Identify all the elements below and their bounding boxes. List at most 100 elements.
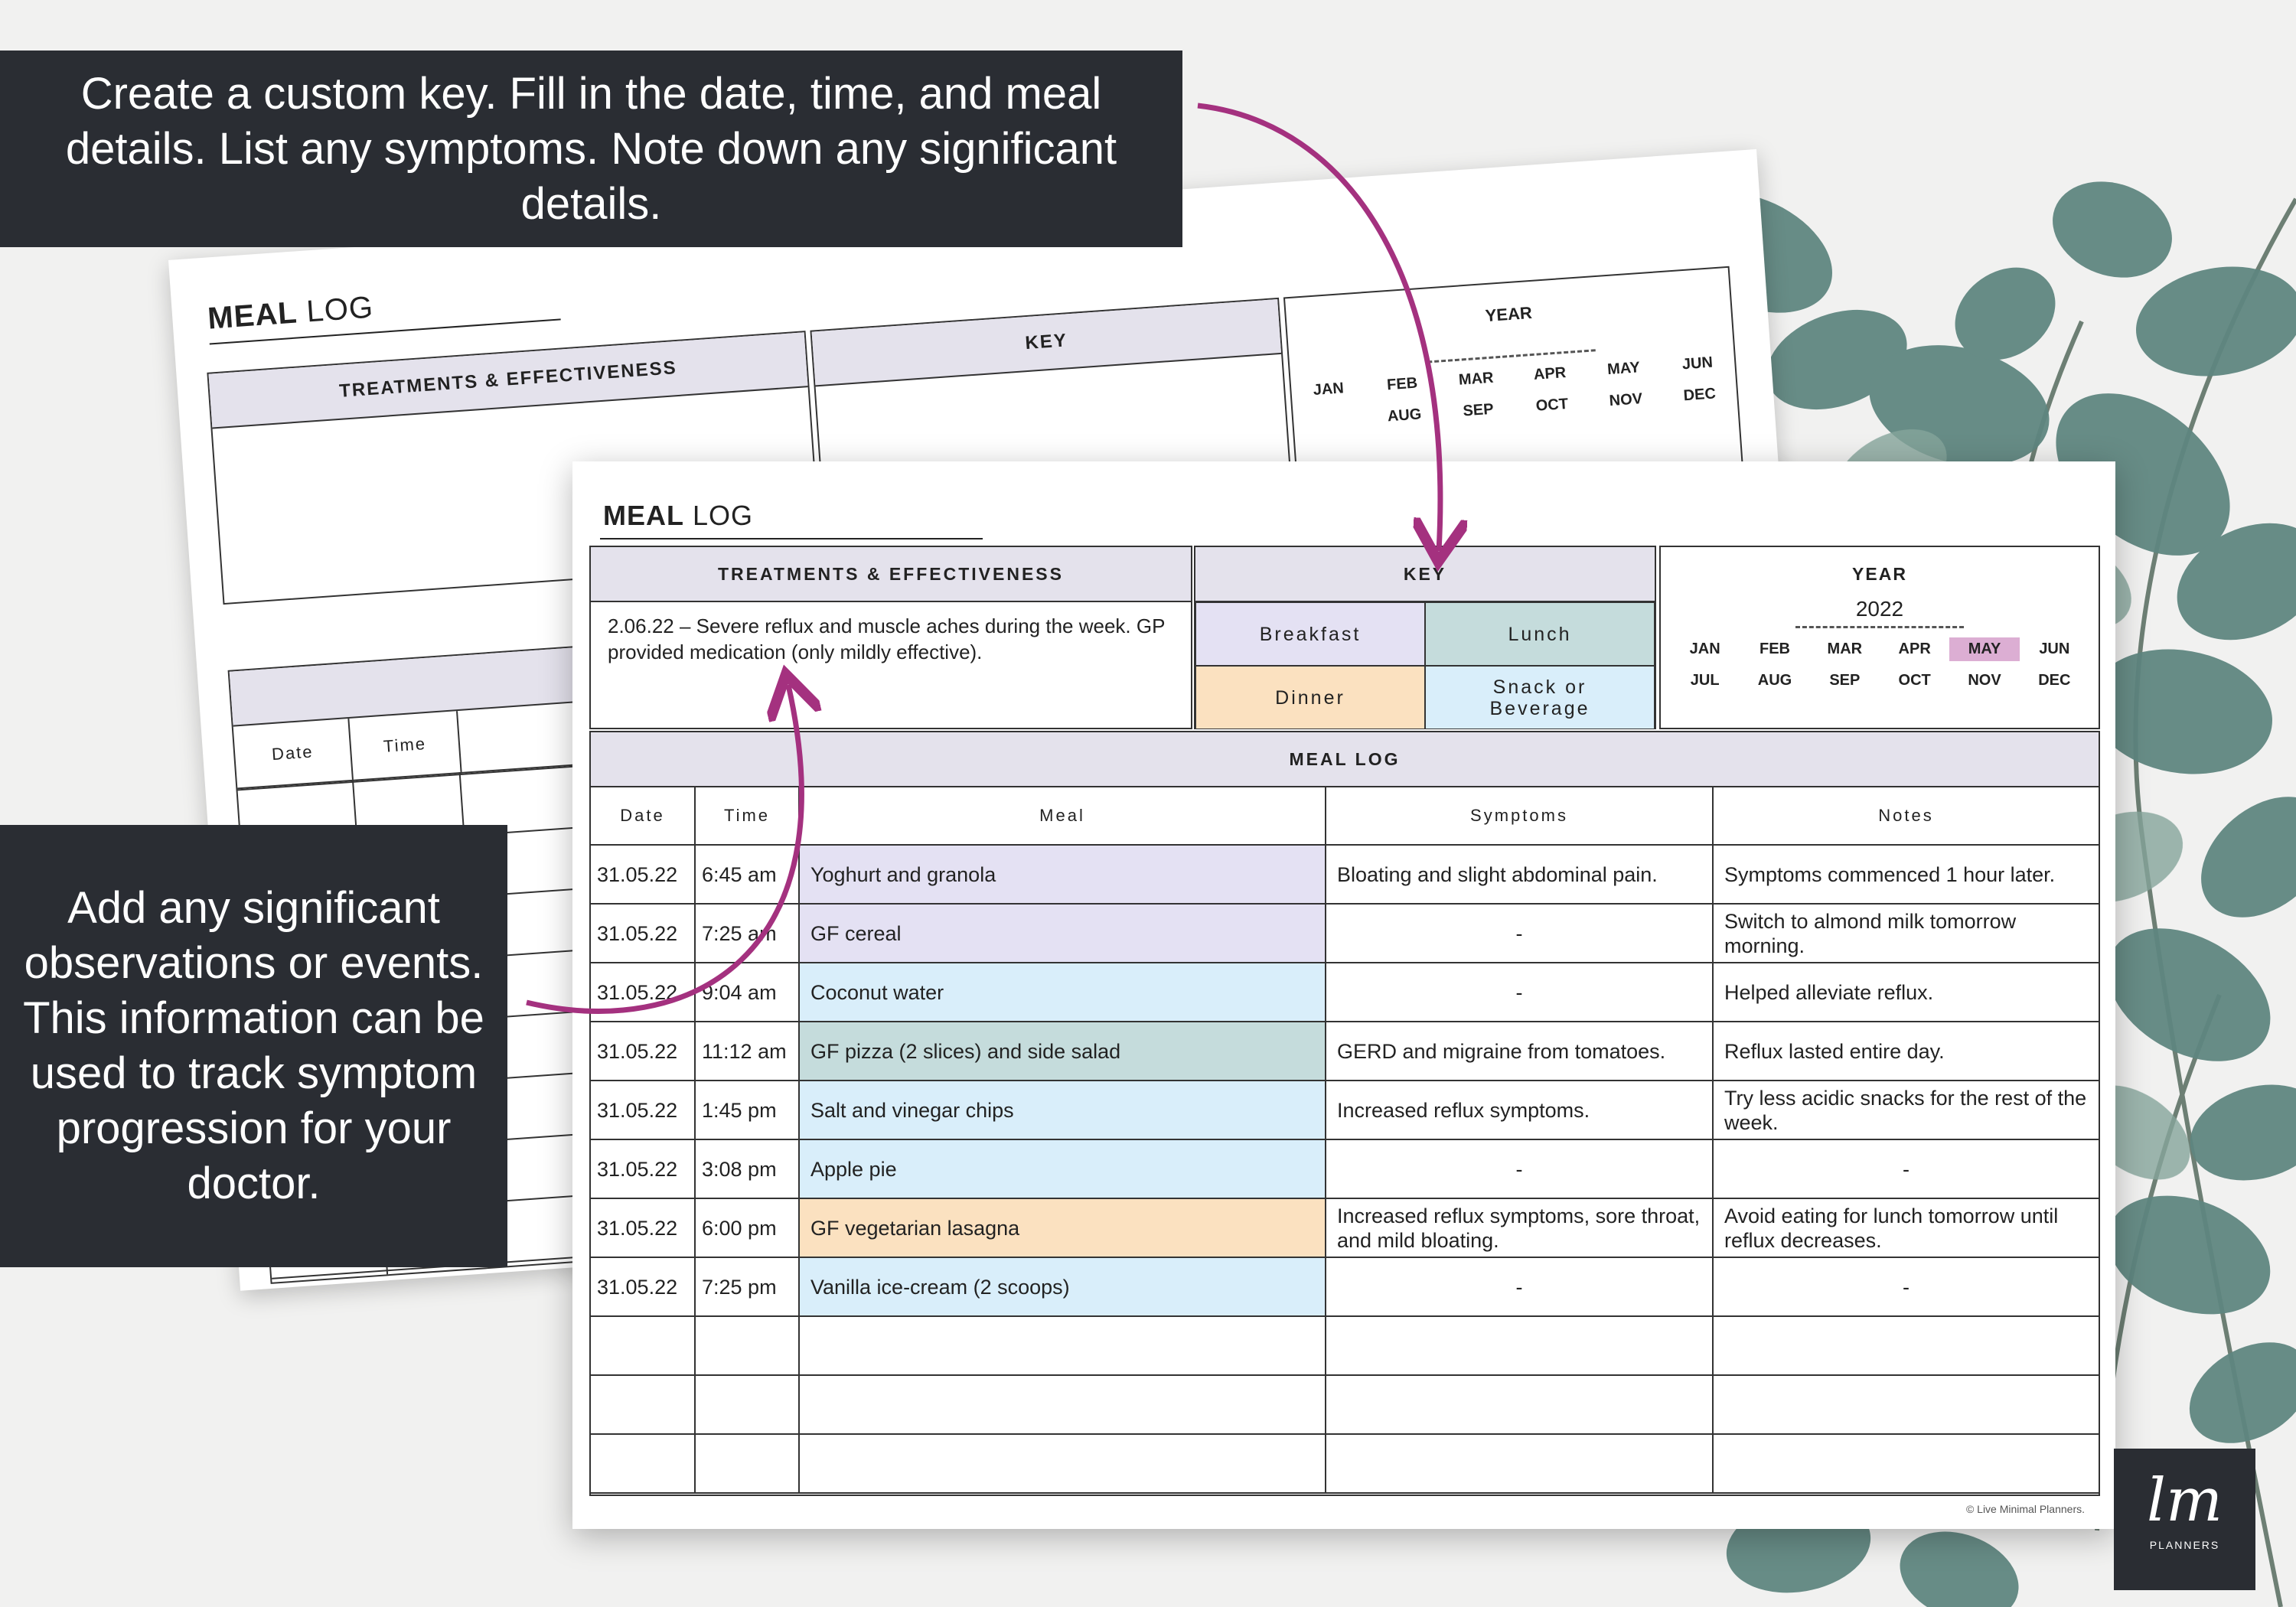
month-jan[interactable]: JAN (1689, 641, 1720, 657)
cell-notes-empty[interactable] (1712, 1374, 2099, 1435)
cell-meal-empty[interactable] (798, 1433, 1326, 1494)
cell-meal[interactable]: Salt and vinegar chips (798, 1080, 1326, 1140)
cell-date[interactable]: 31.05.22 (591, 1021, 696, 1081)
month-jun[interactable]: JUN (2039, 641, 2070, 657)
cell-symptoms[interactable]: Increased reflux symptoms, sore throat, … (1325, 1198, 1714, 1258)
cell-date[interactable]: 31.05.22 (591, 844, 696, 905)
cell-symptoms[interactable]: Bloating and slight abdominal pain. (1325, 844, 1714, 905)
month-nov[interactable]: NOV (1968, 672, 2001, 689)
meal-log-header: MEAL LOG (591, 732, 2099, 787)
month-mar[interactable]: MAR (1827, 641, 1863, 657)
cell-date[interactable]: 31.05.22 (591, 962, 696, 1022)
col-symptoms: Symptoms (1325, 787, 1714, 846)
cell-date[interactable]: 31.05.22 (591, 903, 696, 963)
cell-notes[interactable]: - (1712, 1139, 2099, 1199)
back-month: FEB (1386, 374, 1418, 394)
cell-meal[interactable]: GF vegetarian lasagna (798, 1198, 1326, 1258)
cell-meal[interactable]: Coconut water (798, 962, 1326, 1022)
cell-time[interactable]: 6:00 pm (694, 1198, 800, 1258)
cell-symptoms-empty[interactable] (1325, 1374, 1714, 1435)
back-sheet-title: MEAL LOG (206, 290, 375, 336)
year-value[interactable]: 2022 (1855, 597, 1904, 621)
month-oct[interactable]: OCT (1898, 672, 1931, 689)
cell-time[interactable]: 1:45 pm (694, 1080, 800, 1140)
instruction-text-top: Create a custom key. Fill in the date, t… (65, 68, 1117, 229)
cell-date[interactable]: 31.05.22 (591, 1198, 696, 1258)
logo-monogram: lm (2147, 1466, 2223, 1535)
month-jul[interactable]: JUL (1690, 672, 1720, 689)
back-month: JUN (1681, 354, 1714, 373)
cell-symptoms[interactable]: Increased reflux symptoms. (1325, 1080, 1714, 1140)
month-dec[interactable]: DEC (2038, 672, 2071, 689)
cell-time[interactable]: 9:04 am (694, 962, 800, 1022)
cell-date[interactable]: 31.05.22 (591, 1080, 696, 1140)
cell-notes[interactable]: Try less acidic snacks for the rest of t… (1712, 1080, 2099, 1140)
cell-symptoms-empty[interactable] (1325, 1315, 1714, 1376)
cell-time[interactable]: 3:08 pm (694, 1139, 800, 1199)
cell-meal[interactable]: Vanilla ice-cream (2 scoops) (798, 1257, 1326, 1317)
table-row-empty (591, 1315, 2099, 1376)
month-selector: JAN FEB MAR APR MAY JUN JUL AUG SEP OCT NOV DEC (1661, 637, 2099, 693)
cell-notes[interactable]: Switch to almond milk tomorrow morning. (1712, 903, 2099, 963)
cell-symptoms[interactable]: - (1325, 1257, 1714, 1317)
month-aug[interactable]: AUG (1757, 672, 1792, 689)
cell-symptoms[interactable]: - (1325, 903, 1714, 963)
meal-log-sheet: MEAL LOG TREATMENTS & EFFECTIVENESS 2.06… (572, 461, 2115, 1529)
cell-symptoms[interactable]: GERD and migraine from tomatoes. (1325, 1021, 1714, 1081)
back-month: NOV (1608, 390, 1643, 410)
cell-time[interactable]: 6:45 am (694, 844, 800, 905)
table-row-empty (591, 1374, 2099, 1435)
cell-time-empty[interactable] (694, 1433, 800, 1494)
sheet-title: MEAL LOG (603, 500, 754, 531)
cell-notes[interactable]: Reflux lasted entire day. (1712, 1021, 2099, 1081)
cell-symptoms[interactable]: - (1325, 1139, 1714, 1199)
cell-time[interactable]: 7:25 am (694, 903, 800, 963)
key-breakfast[interactable]: Breakfast (1195, 602, 1425, 666)
cell-time-empty[interactable] (694, 1374, 800, 1435)
col-time: Time (694, 787, 800, 846)
cell-date-empty[interactable] (591, 1374, 696, 1435)
cell-date-empty[interactable] (591, 1315, 696, 1376)
cell-notes-empty[interactable] (1712, 1433, 2099, 1494)
key-snack-or-beverage[interactable]: Snack or Beverage (1425, 666, 1655, 729)
cell-date[interactable]: 31.05.22 (591, 1139, 696, 1199)
month-sep[interactable]: SEP (1829, 672, 1861, 689)
month-may[interactable]: MAY (1949, 637, 2020, 661)
cell-meal[interactable]: Yoghurt and granola (798, 844, 1326, 905)
cell-symptoms[interactable]: - (1325, 962, 1714, 1022)
cell-meal[interactable]: Apple pie (798, 1139, 1326, 1199)
cell-time-empty[interactable] (694, 1315, 800, 1376)
cell-meal-empty[interactable] (798, 1315, 1326, 1376)
month-feb[interactable]: FEB (1759, 641, 1790, 657)
cell-date[interactable]: 31.05.22 (591, 1257, 696, 1317)
cell-time[interactable]: 11:12 am (694, 1021, 800, 1081)
key-dinner[interactable]: Dinner (1195, 666, 1425, 729)
cell-notes[interactable]: - (1712, 1257, 2099, 1317)
cell-time[interactable]: 7:25 pm (694, 1257, 800, 1317)
year-underline (1795, 626, 1964, 628)
back-treatments-header: TREATMENTS & EFFECTIVENESS (208, 332, 808, 429)
instruction-text-left: Add any significant observations or even… (23, 883, 484, 1208)
instruction-callout-left: Add any significant observations or even… (0, 825, 507, 1267)
cell-notes-empty[interactable] (1712, 1315, 2099, 1376)
key-lunch[interactable]: Lunch (1425, 602, 1655, 666)
back-month: OCT (1535, 395, 1569, 415)
month-apr[interactable]: APR (1898, 641, 1931, 657)
treatments-text[interactable]: 2.06.22 – Severe reflux and muscle aches… (608, 614, 1165, 663)
cell-symptoms-empty[interactable] (1325, 1433, 1714, 1494)
cell-notes[interactable]: Helped alleviate reflux. (1712, 962, 2099, 1022)
back-month: DEC (1682, 385, 1717, 405)
cell-date-empty[interactable] (591, 1433, 696, 1494)
cell-notes[interactable]: Avoid eating for lunch tomorrow until re… (1712, 1198, 2099, 1258)
cell-notes[interactable]: Symptoms commenced 1 hour later. (1712, 844, 2099, 905)
key-header: KEY (1195, 547, 1655, 602)
back-month: APR (1533, 363, 1567, 383)
cell-meal[interactable]: GF cereal (798, 903, 1326, 963)
cell-meal-empty[interactable] (798, 1374, 1326, 1435)
cell-meal[interactable]: GF pizza (2 slices) and side salad (798, 1021, 1326, 1081)
